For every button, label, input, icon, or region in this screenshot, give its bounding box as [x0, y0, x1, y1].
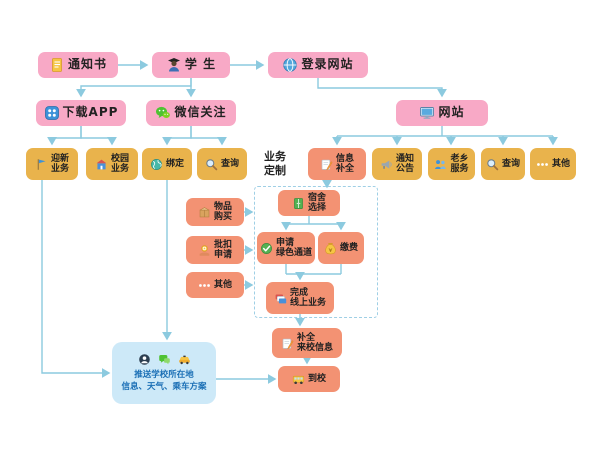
node-download-app: 下载APP — [36, 100, 126, 126]
node-label: 到校 — [307, 373, 326, 384]
node-pay-fee: 缴费 — [318, 232, 364, 264]
node-label: 补全 来校信息 — [296, 332, 333, 353]
node-arrive-school: 到校 — [278, 366, 340, 392]
node-login-website: 登录网站 — [268, 52, 368, 78]
node-label: 通知书 — [67, 57, 107, 72]
node-website: 网站 — [396, 100, 488, 126]
dots-icon — [198, 279, 211, 292]
coin-hand-icon — [198, 244, 211, 257]
globe-icon — [150, 158, 163, 171]
node-finish-online: 完成 线上业务 — [266, 282, 334, 314]
node-green-channel: 申请 绿色通道 — [257, 232, 315, 264]
flag-icon — [35, 158, 48, 171]
node-item-purchase: 物品 购买 — [186, 198, 244, 226]
megaphone-icon — [380, 158, 393, 171]
magnifier-icon — [205, 158, 218, 171]
person-badge-icon — [138, 353, 151, 366]
node-label: 微信关注 — [174, 105, 227, 120]
node-notice-board: 通知 公告 — [372, 148, 422, 180]
wardrobe-icon — [292, 197, 305, 210]
node-query-wechat: 查询 — [197, 148, 247, 180]
business-custom-region — [254, 186, 378, 318]
taxi-icon — [178, 353, 191, 366]
node-welcome-service: 迎新 业务 — [26, 148, 78, 180]
node-label: 学 生 — [184, 57, 217, 72]
panel-icons — [138, 353, 191, 366]
chat-bubbles-icon — [158, 353, 171, 366]
people-icon — [434, 158, 447, 171]
dots-icon — [536, 158, 549, 171]
node-label: 老乡 服务 — [450, 153, 469, 174]
monitor-icon — [419, 105, 435, 121]
app-icon — [44, 105, 60, 121]
school-building-icon — [95, 158, 108, 171]
node-label: 绑定 — [165, 158, 184, 169]
node-query-website: 查询 — [481, 148, 525, 180]
node-other-website: 其他 — [530, 148, 576, 180]
wechat-icon — [155, 105, 171, 121]
cards-icon — [274, 292, 287, 305]
push-info-panel: 推送学校所在地 信息、天气、乘车方案 — [112, 342, 216, 404]
node-hometown-service: 老乡 服务 — [428, 148, 475, 180]
node-label: 完成 线上业务 — [289, 287, 326, 308]
node-label: 信息 补全 — [335, 153, 354, 174]
node-wechat-follow: 微信关注 — [146, 100, 236, 126]
node-label: 其他 — [213, 279, 232, 290]
node-label: 查询 — [220, 158, 239, 169]
panel-label: 推送学校所在地 信息、天气、乘车方案 — [121, 370, 207, 392]
node-student: 学 生 — [152, 52, 230, 78]
node-notice-letter: 通知书 — [38, 52, 118, 78]
node-label: 下载APP — [62, 105, 119, 120]
node-label: 迎新 业务 — [50, 153, 69, 174]
green-check-icon — [260, 242, 273, 255]
node-label: 批扣 申请 — [213, 239, 232, 260]
package-icon — [198, 206, 211, 219]
node-batch-apply: 批扣 申请 — [186, 236, 244, 264]
node-label: 申请 绿色通道 — [276, 237, 313, 258]
pencil-form-icon — [320, 158, 333, 171]
school-bus-icon — [292, 373, 305, 386]
magnifier-icon — [486, 158, 499, 171]
document-icon — [49, 57, 65, 73]
node-label: 网站 — [438, 105, 465, 120]
node-complete-arrival-info: 补全 来校信息 — [272, 328, 342, 358]
node-label: 其他 — [551, 158, 570, 169]
node-label: 登录网站 — [301, 57, 354, 72]
node-bind: 绑定 — [142, 148, 192, 180]
node-label: 校园 业务 — [110, 153, 129, 174]
moneybag-icon — [324, 242, 337, 255]
node-campus-service: 校园 业务 — [86, 148, 138, 180]
node-info-complete: 信息 补全 — [308, 148, 366, 180]
node-label: 通知 公告 — [395, 153, 414, 174]
node-dorm-select: 宿舍 选择 — [278, 190, 340, 216]
node-label: 宿舍 选择 — [307, 192, 326, 213]
node-label: 查询 — [501, 158, 520, 169]
business-custom-label: 业务 定制 — [264, 150, 286, 178]
node-other-left: 其他 — [186, 272, 244, 298]
pencil-form-icon — [281, 337, 294, 350]
node-label: 物品 购买 — [213, 201, 232, 222]
globe-icon — [282, 57, 298, 73]
node-label: 缴费 — [339, 242, 358, 253]
student-icon — [166, 57, 182, 73]
